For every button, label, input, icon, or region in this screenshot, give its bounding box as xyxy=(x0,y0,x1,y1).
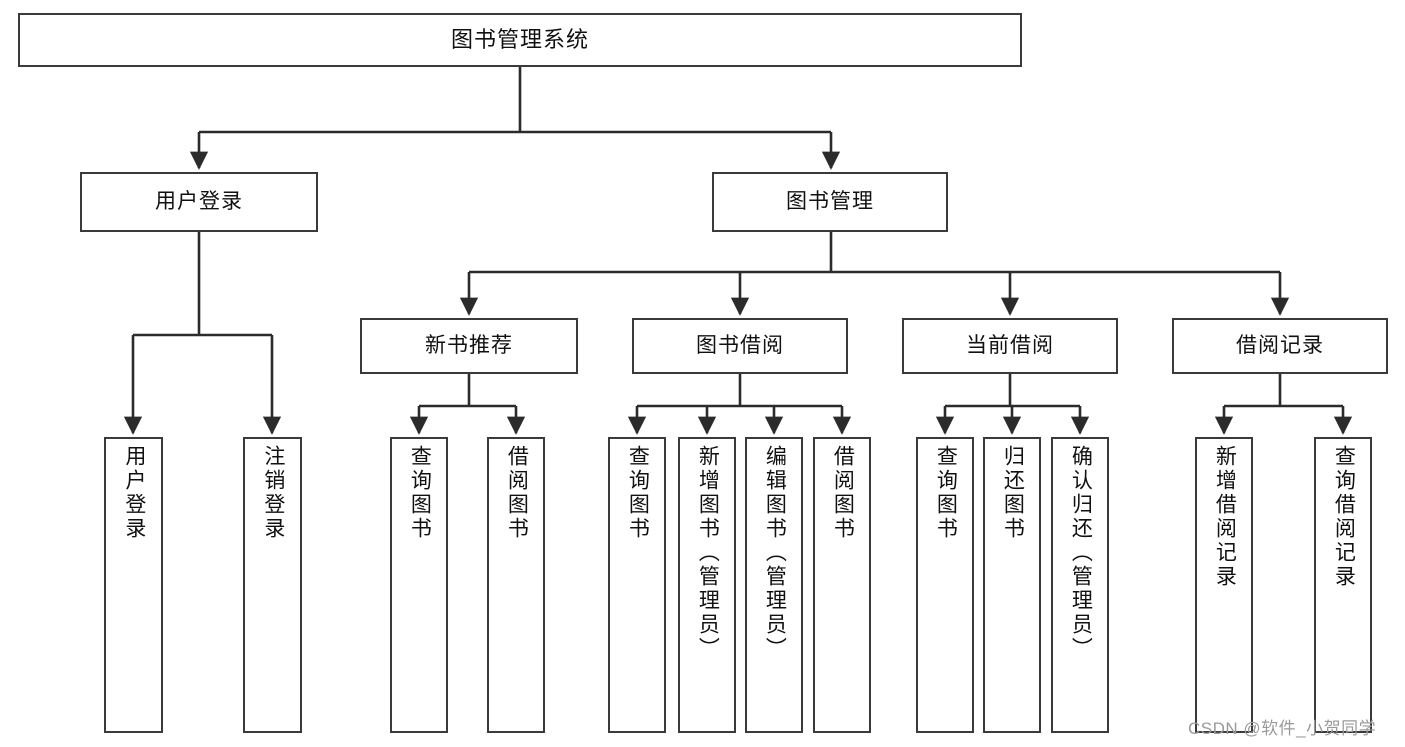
node-leaf-add-book-label: 新增图书（管理员） xyxy=(696,445,720,661)
node-book-borrow-label: 图书借阅 xyxy=(696,333,784,357)
node-leaf-edit-book-label: 编辑图书（管理员） xyxy=(763,445,787,661)
node-book-manage-label: 图书管理 xyxy=(786,189,874,213)
node-leaf-query-record-label: 查询借阅记录 xyxy=(1332,445,1356,589)
node-leaf-borrow-book-1-label: 借阅图书 xyxy=(505,445,529,541)
node-book-manage[interactable]: 图书管理 xyxy=(712,172,948,232)
node-borrow-record[interactable]: 借阅记录 xyxy=(1172,318,1388,374)
node-new-book-recommend-label: 新书推荐 xyxy=(425,333,513,357)
node-borrow-record-label: 借阅记录 xyxy=(1236,333,1324,357)
node-leaf-query-book-1-label: 查询图书 xyxy=(408,445,432,541)
node-leaf-add-record-label: 新增借阅记录 xyxy=(1213,445,1237,589)
node-leaf-user-login[interactable]: 用户登录 xyxy=(104,437,163,733)
node-current-borrow-label: 当前借阅 xyxy=(966,333,1054,357)
node-leaf-query-book-3[interactable]: 查询图书 xyxy=(916,437,974,733)
node-user-login-label: 用户登录 xyxy=(155,189,243,213)
node-leaf-return-book[interactable]: 归还图书 xyxy=(983,437,1041,733)
node-root-label: 图书管理系统 xyxy=(450,27,589,53)
node-leaf-borrow-book-1[interactable]: 借阅图书 xyxy=(487,437,545,733)
node-leaf-user-login-label: 用户登录 xyxy=(122,445,146,541)
node-leaf-query-book-2-label: 查询图书 xyxy=(626,445,650,541)
node-leaf-borrow-book-2[interactable]: 借阅图书 xyxy=(813,437,871,733)
node-leaf-return-book-label: 归还图书 xyxy=(1001,445,1025,541)
node-leaf-confirm-return-label: 确认归还（管理员） xyxy=(1069,445,1093,661)
node-leaf-add-book[interactable]: 新增图书（管理员） xyxy=(678,437,736,733)
node-leaf-confirm-return[interactable]: 确认归还（管理员） xyxy=(1051,437,1109,733)
node-leaf-query-book-3-label: 查询图书 xyxy=(934,445,958,541)
node-leaf-user-logout-label: 注销登录 xyxy=(261,445,285,541)
node-leaf-query-record[interactable]: 查询借阅记录 xyxy=(1314,437,1372,733)
node-leaf-query-book-1[interactable]: 查询图书 xyxy=(390,437,448,733)
node-leaf-query-book-2[interactable]: 查询图书 xyxy=(608,437,666,733)
node-leaf-edit-book[interactable]: 编辑图书（管理员） xyxy=(745,437,803,733)
node-leaf-user-logout[interactable]: 注销登录 xyxy=(243,437,302,733)
node-user-login[interactable]: 用户登录 xyxy=(80,172,318,232)
node-root[interactable]: 图书管理系统 xyxy=(18,13,1022,67)
node-leaf-borrow-book-2-label: 借阅图书 xyxy=(831,445,855,541)
node-leaf-add-record[interactable]: 新增借阅记录 xyxy=(1195,437,1253,733)
node-current-borrow[interactable]: 当前借阅 xyxy=(902,318,1118,374)
node-new-book-recommend[interactable]: 新书推荐 xyxy=(360,318,578,374)
node-book-borrow[interactable]: 图书借阅 xyxy=(632,318,848,374)
